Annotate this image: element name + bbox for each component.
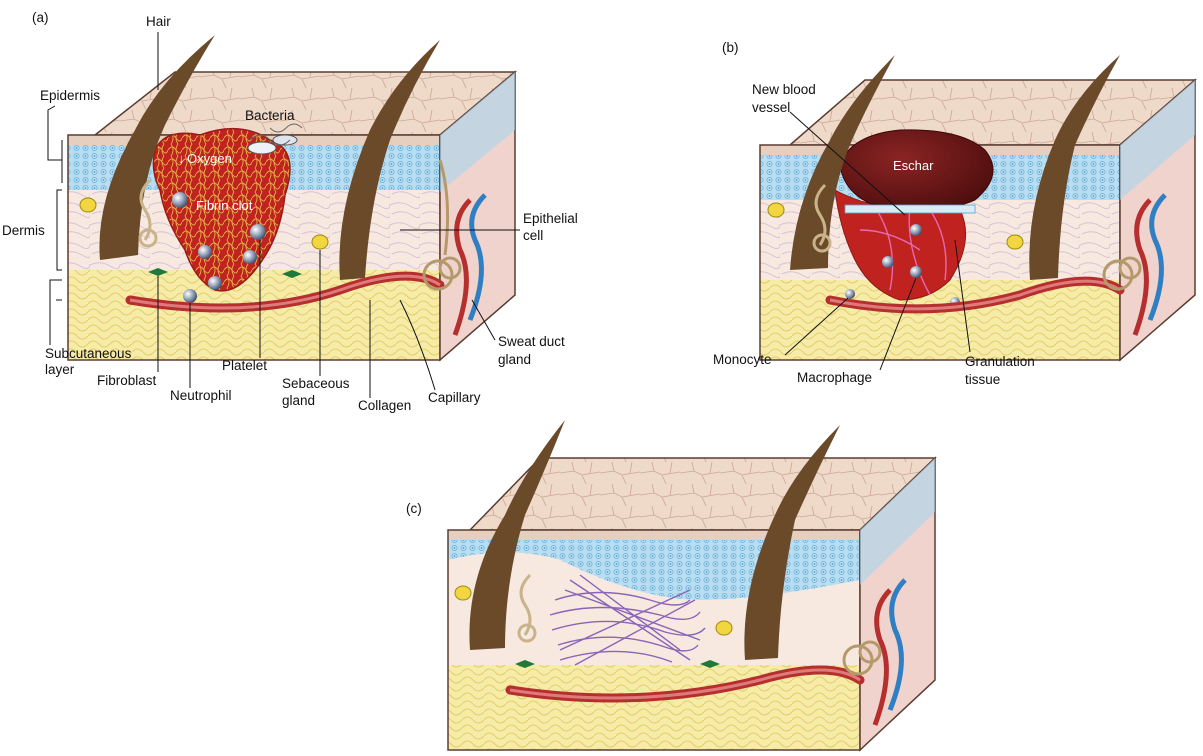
platelet-cell bbox=[250, 224, 266, 240]
panel-b: (b) Eschar New blood vessel bbox=[713, 40, 1195, 387]
platelet-cell bbox=[243, 250, 257, 264]
label-platelet: Platelet bbox=[222, 358, 267, 373]
label-eschar: Eschar bbox=[893, 158, 934, 173]
label-bacteria: Bacteria bbox=[245, 108, 295, 123]
label-fibroblast: Fibroblast bbox=[97, 373, 157, 388]
panel-c-tag: (c) bbox=[406, 501, 422, 516]
label-new-blood-1: New blood bbox=[752, 82, 816, 97]
label-granulation-2: tissue bbox=[965, 372, 1000, 387]
label-sweat-1: Sweat duct bbox=[498, 334, 565, 349]
label-epidermis: Epidermis bbox=[40, 88, 100, 103]
label-epithelial-1: Epithelial bbox=[523, 211, 578, 226]
label-subcutaneous-1: Subcutaneous bbox=[45, 346, 132, 361]
label-capillary: Capillary bbox=[428, 390, 481, 405]
panel-a-tag: (a) bbox=[32, 10, 49, 25]
label-neutrophil: Neutrophil bbox=[170, 388, 232, 403]
neutrophil-cell bbox=[208, 276, 222, 290]
panel-a: (a) bbox=[2, 10, 578, 413]
platelet-cell bbox=[172, 192, 188, 208]
panel-c: (c) bbox=[406, 420, 935, 750]
label-sebaceous-2: gland bbox=[282, 393, 315, 408]
label-hair: Hair bbox=[146, 14, 171, 29]
platelet-cell bbox=[198, 245, 212, 259]
panel-b-tag: (b) bbox=[722, 40, 739, 55]
monocyte-cell bbox=[845, 289, 855, 299]
label-granulation-1: Granulation bbox=[965, 354, 1035, 369]
label-sweat-2: gland bbox=[498, 352, 531, 367]
neutrophil-cell bbox=[183, 289, 197, 303]
label-subcutaneous-2: layer bbox=[45, 362, 75, 377]
label-macrophage: Macrophage bbox=[797, 370, 872, 385]
label-new-blood-2: vessel bbox=[752, 100, 790, 115]
label-collagen: Collagen bbox=[358, 398, 411, 413]
label-oxygen-text: Oxygen bbox=[187, 151, 232, 166]
label-oxygen: ↓ bbox=[178, 151, 185, 166]
label-sebaceous-1: Sebaceous bbox=[282, 376, 350, 391]
label-fibrin-clot: Fibrin clot bbox=[196, 198, 253, 213]
label-monocyte: Monocyte bbox=[713, 352, 772, 367]
sebaceous-gland-a bbox=[312, 235, 328, 249]
label-epithelial-2: cell bbox=[523, 228, 543, 243]
label-dermis: Dermis bbox=[2, 223, 45, 238]
